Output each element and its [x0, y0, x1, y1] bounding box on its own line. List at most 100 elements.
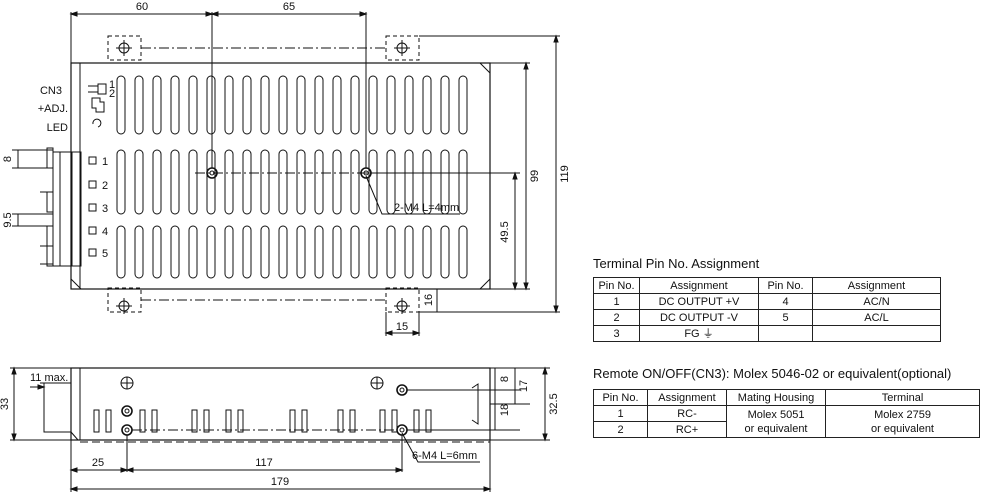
- mating-housing-line: Molex 5051: [747, 408, 805, 421]
- vent-slot: [368, 149, 378, 215]
- vent-slot: [224, 75, 234, 135]
- table-cell: 2: [593, 421, 648, 438]
- side-vent-slot: [413, 409, 420, 433]
- vent-slot: [404, 225, 414, 279]
- vent-slot: [314, 225, 324, 279]
- led-label: LED: [47, 122, 68, 134]
- terminal-block: [40, 147, 97, 267]
- vent-slot: [314, 149, 324, 215]
- vent-slot: [458, 225, 468, 279]
- mount-hole-icon: [394, 40, 410, 56]
- dim-8-side: 8: [499, 376, 511, 382]
- terminal-label-3: 3: [102, 203, 108, 215]
- vent-slot: [404, 75, 414, 135]
- vent-slot: [206, 225, 216, 279]
- vent-slot: [422, 225, 432, 279]
- dim-117: 117: [255, 457, 273, 469]
- table-header: Pin No.: [758, 277, 813, 294]
- terminal-block-side: [43, 382, 72, 433]
- dim-11max: 11 max.: [30, 372, 68, 384]
- vent-slot: [116, 225, 126, 279]
- dim-16: 16: [423, 294, 435, 306]
- table-cell: 1: [593, 293, 640, 310]
- remote-onoff-table: Pin No. Assignment Mating Housing Termin…: [593, 389, 980, 438]
- table-cell: AC/N: [812, 293, 941, 310]
- table-header-row: Pin No. Assignment Pin No. Assignment: [593, 277, 941, 294]
- vent-slot: [188, 149, 198, 215]
- side-vent-slot: [203, 409, 210, 433]
- mount-hole-icon: [394, 298, 410, 314]
- table-cell: AC/L: [812, 309, 941, 326]
- table-cell: 2: [593, 309, 640, 326]
- side-vent-slot: [425, 409, 432, 433]
- terminal-label-1: 1: [102, 156, 108, 168]
- vent-slot: [170, 149, 180, 215]
- table-cell: FG ⏚: [639, 325, 759, 342]
- adj-label: +ADJ.: [38, 103, 68, 115]
- side-vent-slot: [93, 409, 100, 433]
- table-row: 2 DC OUTPUT -V 5 AC/L: [593, 309, 941, 326]
- cn3-connector: [88, 83, 107, 95]
- mating-housing-cell: Molex 5051 or equivalent: [726, 405, 826, 438]
- vent-slot: [368, 75, 378, 135]
- vent-slot: [386, 75, 396, 135]
- vent-slot: [440, 225, 450, 279]
- vent-slots: [116, 75, 468, 279]
- table-row: 3 FG ⏚: [593, 325, 941, 342]
- chassis-top-outline: [70, 62, 491, 290]
- vent-slot: [260, 75, 270, 135]
- dim-8-left: 8: [2, 156, 14, 162]
- vent-slot: [188, 75, 198, 135]
- vent-slot: [332, 149, 342, 215]
- terminal-label-5: 5: [102, 248, 108, 260]
- table-header: Terminal: [825, 389, 980, 406]
- dim-9-5: 9.5: [2, 212, 14, 227]
- table-cell: [758, 325, 813, 342]
- dim-17: 17: [518, 380, 530, 392]
- dim-32-5: 32.5: [548, 393, 560, 414]
- adj-potentiometer-icon: [91, 97, 105, 113]
- terminal-cell: Molex 2759 or equivalent: [825, 405, 980, 438]
- vent-slot: [260, 225, 270, 279]
- cn3-pin2-label: 2: [109, 88, 115, 100]
- dim-60: 60: [136, 1, 148, 13]
- vent-slot: [206, 75, 216, 135]
- vent-slot: [314, 75, 324, 135]
- side-vent-slot: [349, 409, 356, 433]
- side-vent-slot: [151, 409, 158, 433]
- vent-slot: [152, 75, 162, 135]
- dim-15: 15: [396, 321, 408, 333]
- side-screw-icon: [120, 376, 134, 390]
- side-vent-slot: [105, 409, 112, 433]
- table-cell: RC-: [647, 405, 727, 422]
- table-cell: 3: [593, 325, 640, 342]
- vent-slot: [242, 225, 252, 279]
- vent-slot: [224, 149, 234, 215]
- table-cell: DC OUTPUT -V: [639, 309, 759, 326]
- table-row: 1 DC OUTPUT +V 4 AC/N: [593, 293, 941, 310]
- vent-slot: [296, 75, 306, 135]
- side-vent-slot: [379, 409, 386, 433]
- side-screw-callout: 6-M4 L=6mm: [412, 450, 477, 462]
- led-icon: [92, 118, 102, 128]
- remote-table-title: Remote ON/OFF(CN3): Molex 5046-02 or equ…: [593, 366, 952, 381]
- mating-housing-line: or equivalent: [744, 422, 808, 435]
- side-vent-slot: [237, 409, 244, 433]
- top-view: [12, 11, 560, 336]
- table-cell: 1: [593, 405, 648, 422]
- vent-slot: [386, 225, 396, 279]
- vent-slot: [368, 225, 378, 279]
- dim-25: 25: [92, 457, 104, 469]
- side-vent-slot: [337, 409, 344, 433]
- side-mount-hole-icon: [396, 384, 408, 396]
- vent-slot: [134, 149, 144, 215]
- dim-99: 99: [529, 170, 541, 182]
- side-vent-slot: [225, 409, 232, 433]
- vent-slot: [242, 75, 252, 135]
- vent-slot: [458, 75, 468, 135]
- terminal-pin-table: Pin No. Assignment Pin No. Assignment 1 …: [593, 277, 941, 342]
- vent-slot: [278, 225, 288, 279]
- table-header: Pin No.: [593, 277, 640, 294]
- dim-18: 18: [499, 404, 511, 416]
